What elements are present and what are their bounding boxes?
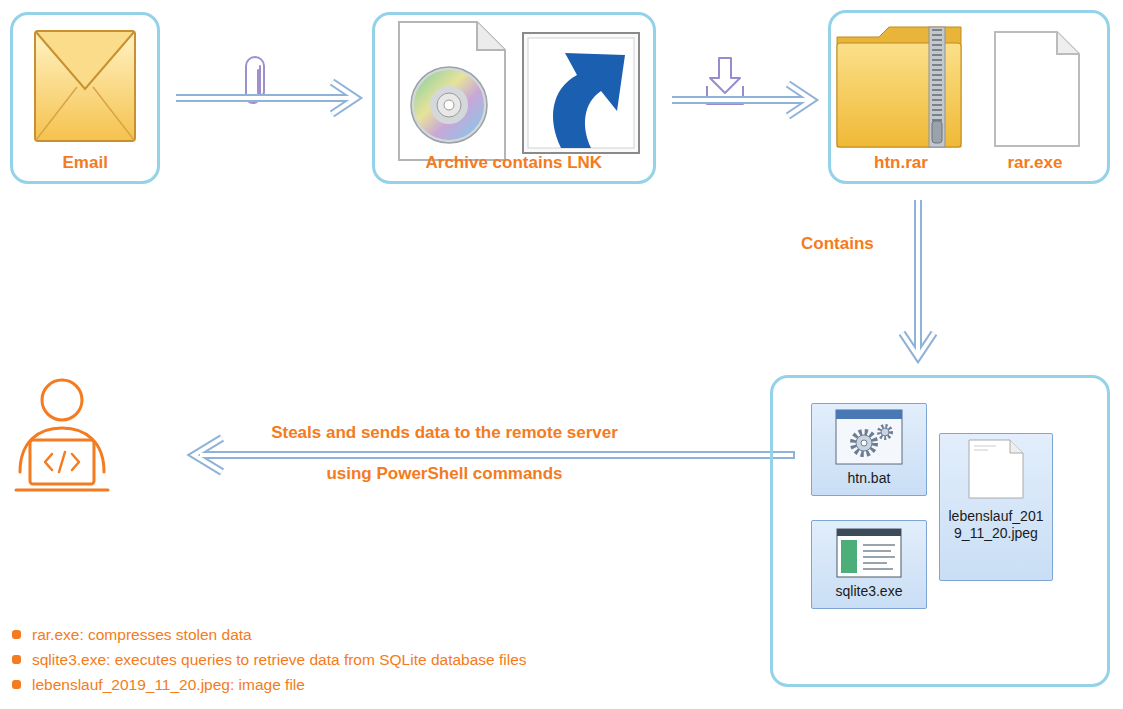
payload-box: htn.bat lebenslauf_2019_11_20.jpeg sqlit… — [770, 375, 1110, 687]
arrow-head — [788, 84, 812, 116]
box-caption: Email — [63, 153, 108, 173]
hacker-icon — [16, 380, 108, 490]
note-text: lebenslauf_2019_11_20.jpeg: image file — [32, 675, 305, 695]
file-icon — [991, 29, 1083, 149]
shortcut-icon — [521, 31, 641, 155]
file-name: sqlite3.exe — [836, 583, 903, 600]
flow-arrow — [672, 84, 812, 116]
note-text: sqlite3.exe: executes queries to retriev… — [32, 650, 527, 670]
image-file-icon — [966, 438, 1026, 500]
archive-box: Archive contains LNK — [372, 12, 656, 184]
download-box: htn.rar rar.exe — [828, 10, 1110, 184]
arrow-shaft — [916, 200, 920, 357]
arrow-head — [902, 333, 934, 357]
file-item: sqlite3.exe — [811, 520, 927, 609]
flow-arrow — [902, 200, 934, 357]
arrow-shaft — [914, 200, 922, 357]
batch-file-icon — [834, 408, 904, 466]
file-item: lebenslauf_2019_11_20.jpeg — [939, 433, 1053, 581]
arrow-shaft — [176, 96, 356, 100]
file-name: htn.bat — [848, 470, 891, 487]
note-text: rar.exe: compresses stolen data — [32, 625, 252, 645]
flow-label: Steals and sends data to the remote serv… — [252, 412, 637, 494]
file-item: htn.bat — [811, 403, 927, 496]
box-caption: Archive contains LNK — [426, 153, 603, 173]
envelope-icon — [33, 29, 137, 143]
box-caption: htn.rar — [874, 153, 928, 173]
file-name: lebenslauf_2019_11_20.jpeg — [946, 508, 1046, 542]
arrow-shaft — [176, 94, 356, 102]
program-icon — [835, 527, 903, 579]
arrow-head — [332, 82, 356, 114]
edge-label: Contains — [801, 234, 874, 254]
archive-folder-icon — [833, 19, 969, 151]
flow-arrow — [176, 82, 356, 114]
arrow-shaft — [672, 98, 812, 102]
box-caption: rar.exe — [1008, 153, 1063, 173]
bullet-marks — [12, 630, 21, 689]
email-box: Email — [10, 12, 160, 184]
disc-image-icon — [393, 19, 509, 163]
arrow-shaft — [672, 96, 812, 104]
